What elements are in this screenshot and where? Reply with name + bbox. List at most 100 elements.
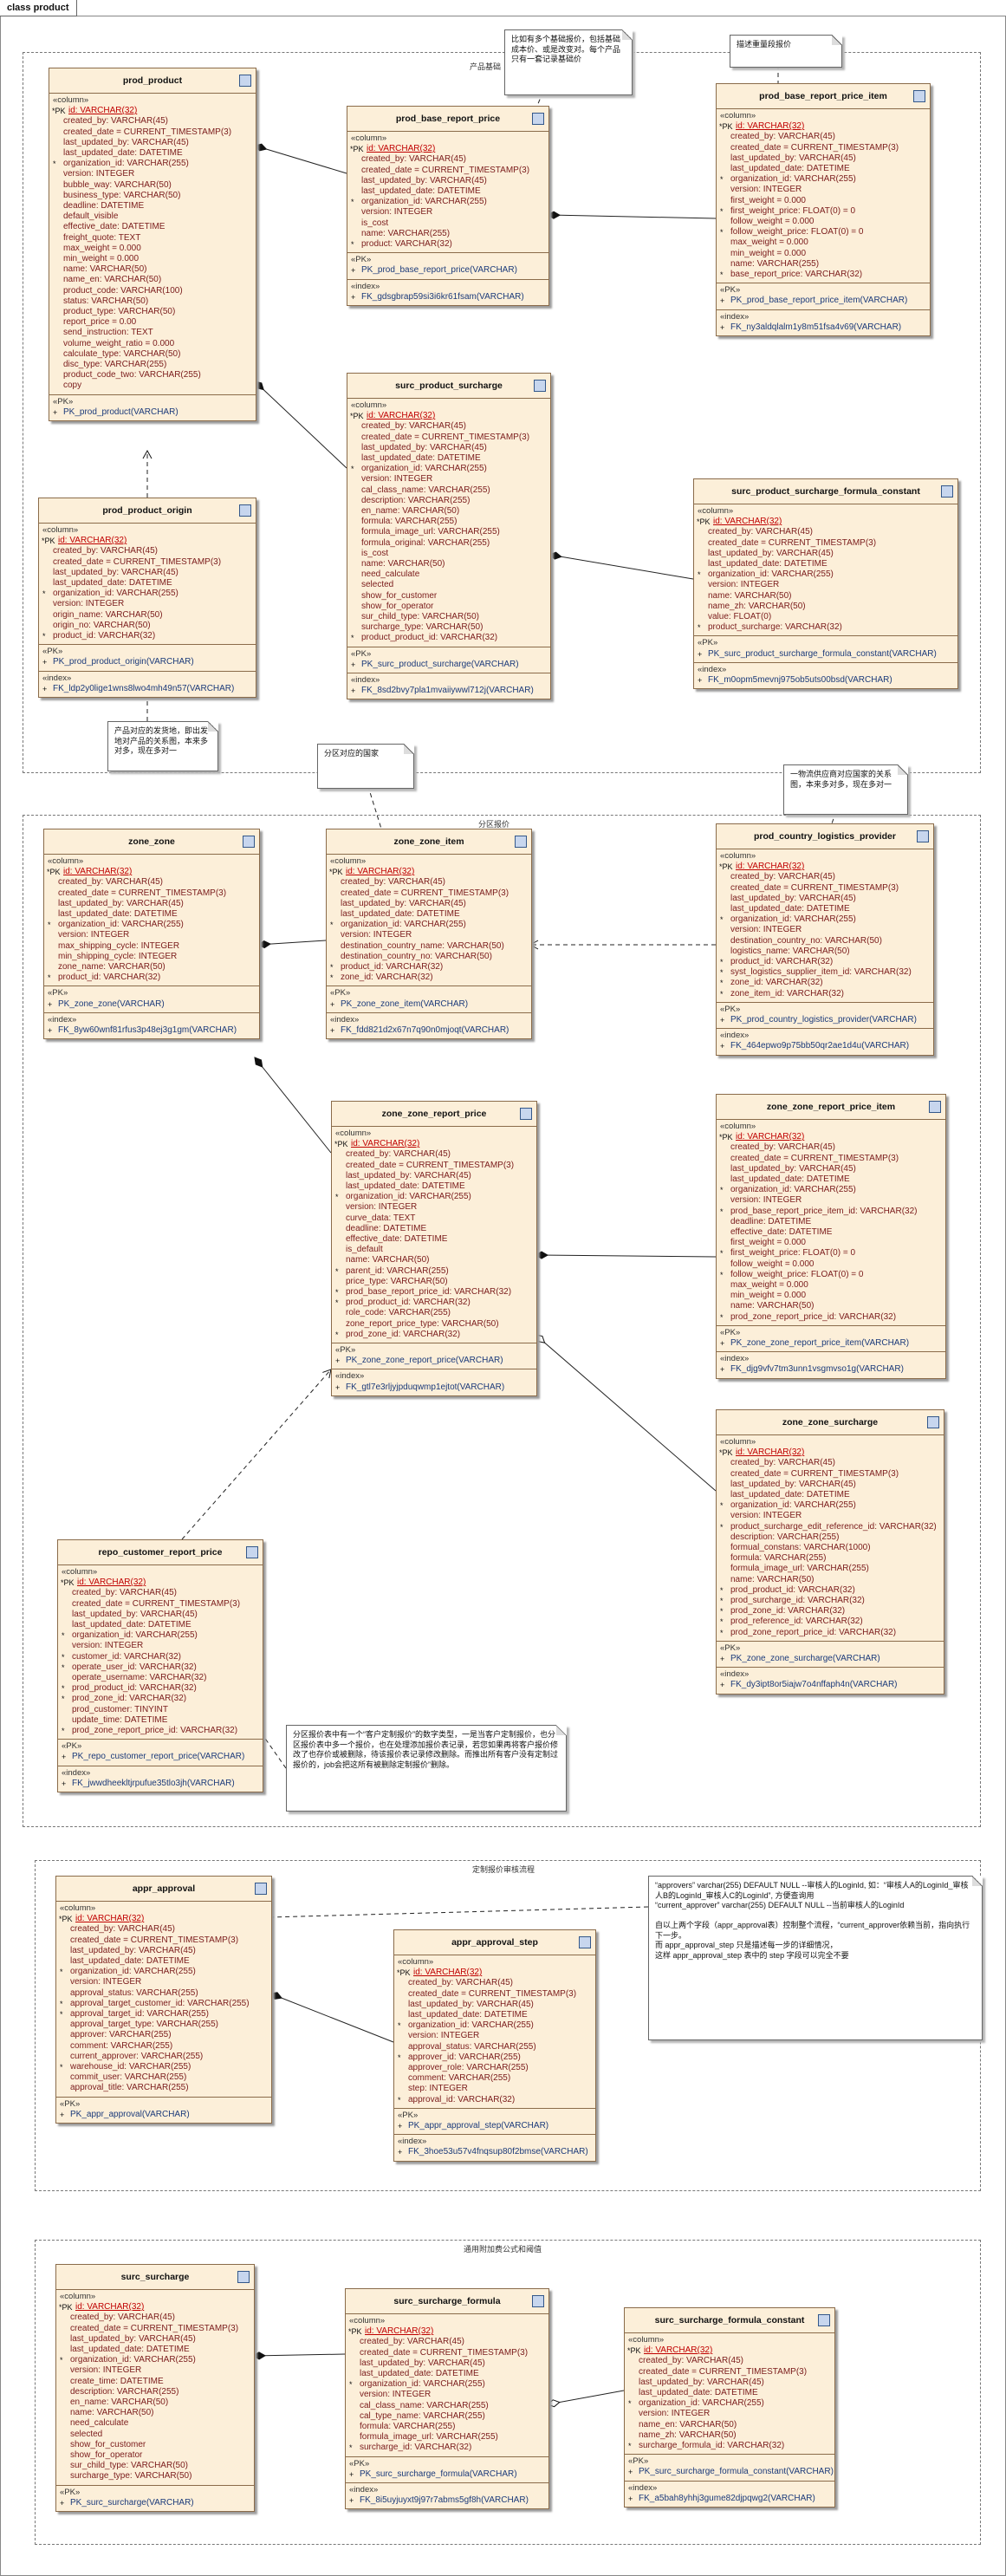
column-row[interactable]: cal_class_name: VARCHAR(255) bbox=[349, 2401, 545, 2411]
index-row[interactable]: +FK_ldp2y0lige1wns8lwo4mh49n57(VARCHAR) bbox=[42, 684, 252, 694]
column-row[interactable]: show_for_customer bbox=[60, 2440, 250, 2450]
column-row[interactable]: last_updated_by: VARCHAR(45) bbox=[720, 894, 930, 904]
column-row[interactable]: *product_surcharge_edit_reference_id: VA… bbox=[720, 1522, 940, 1532]
primary-key-row[interactable]: +PK_surc_surcharge_formula_constant(VARC… bbox=[628, 2467, 834, 2477]
column-row[interactable]: last_updated_by: VARCHAR(45) bbox=[628, 2378, 831, 2388]
column-row[interactable]: create_time: DATETIME bbox=[60, 2377, 250, 2387]
column-row[interactable]: *organization_id: VARCHAR(255) bbox=[60, 2355, 250, 2365]
index-row[interactable]: +FK_gdsgbrap59si3i6kr61fsam(VARCHAR) bbox=[351, 292, 545, 302]
column-row[interactable]: description: VARCHAR(255) bbox=[60, 2387, 250, 2397]
column-row[interactable]: *prod_zone_report_price_id: VARCHAR(32) bbox=[720, 1628, 940, 1638]
column-row[interactable]: created_by: VARCHAR(45) bbox=[720, 132, 926, 142]
column-row[interactable]: created_date = CURRENT_TIMESTAMP(3) bbox=[42, 557, 252, 568]
column-row[interactable]: last_updated_by: VARCHAR(45) bbox=[351, 176, 545, 186]
primary-key-row[interactable]: +PK_repo_customer_report_price(VARCHAR) bbox=[62, 1752, 259, 1762]
column-row[interactable]: created_by: VARCHAR(45) bbox=[62, 1588, 259, 1598]
column-row[interactable]: min_weight = 0.000 bbox=[720, 1291, 942, 1301]
column-row[interactable]: last_updated_date: DATETIME bbox=[60, 2345, 250, 2355]
column-row[interactable]: *product_product_id: VARCHAR(32) bbox=[351, 633, 547, 643]
column-row[interactable]: *organization_id: VARCHAR(255) bbox=[53, 159, 252, 169]
column-row[interactable]: show_for_operator bbox=[60, 2450, 250, 2461]
column-row[interactable]: operate_username: VARCHAR(32) bbox=[62, 1673, 259, 1683]
column-row[interactable]: max_weight = 0.000 bbox=[720, 237, 926, 248]
column-row[interactable]: destination_country_no: VARCHAR(50) bbox=[720, 936, 930, 946]
column-row[interactable]: version: INTEGER bbox=[60, 2365, 250, 2376]
column-row[interactable]: created_by: VARCHAR(45) bbox=[42, 546, 252, 556]
column-row[interactable]: calculate_type: VARCHAR(50) bbox=[53, 349, 252, 360]
column-row[interactable]: last_updated_date: DATETIME bbox=[62, 1620, 259, 1630]
index-row[interactable]: +FK_8sd2bvy7pla1mvaiiywwl712j(VARCHAR) bbox=[351, 686, 547, 696]
column-row[interactable]: created_date = CURRENT_TIMESTAMP(3) bbox=[720, 1154, 942, 1164]
column-row[interactable]: last_updated_by: VARCHAR(45) bbox=[53, 138, 252, 148]
column-row[interactable]: created_by: VARCHAR(45) bbox=[60, 1924, 268, 1935]
column-row[interactable]: created_date = CURRENT_TIMESTAMP(3) bbox=[335, 1161, 533, 1171]
column-row[interactable]: last_updated_by: VARCHAR(45) bbox=[330, 899, 528, 909]
column-row[interactable]: description: VARCHAR(255) bbox=[720, 1532, 940, 1543]
column-row[interactable]: cal_type_name: VARCHAR(255) bbox=[349, 2411, 545, 2422]
column-row[interactable]: created_by: VARCHAR(45) bbox=[53, 116, 252, 127]
column-row[interactable]: *organization_id: VARCHAR(255) bbox=[349, 2379, 545, 2390]
column-row[interactable]: name: VARCHAR(50) bbox=[335, 1255, 533, 1265]
column-row[interactable]: *organization_id: VARCHAR(255) bbox=[720, 914, 930, 925]
column-row[interactable]: created_by: VARCHAR(45) bbox=[351, 154, 545, 165]
column-row[interactable]: *organization_id: VARCHAR(255) bbox=[720, 174, 926, 185]
column-row[interactable]: created_date = CURRENT_TIMESTAMP(3) bbox=[628, 2367, 831, 2378]
column-row[interactable]: copy bbox=[53, 381, 252, 391]
column-row[interactable]: created_date = CURRENT_TIMESTAMP(3) bbox=[48, 888, 256, 899]
column-row[interactable]: formula_image_url: VARCHAR(255) bbox=[349, 2432, 545, 2443]
column-row[interactable]: bubble_way: VARCHAR(50) bbox=[53, 180, 252, 191]
column-row[interactable]: version: INTEGER bbox=[335, 1202, 533, 1213]
column-row[interactable]: created_by: VARCHAR(45) bbox=[720, 872, 930, 882]
column-row[interactable]: deadline: DATETIME bbox=[720, 1217, 942, 1227]
column-row[interactable]: status: VARCHAR(50) bbox=[53, 296, 252, 307]
column-row[interactable]: disc_type: VARCHAR(255) bbox=[53, 360, 252, 370]
column-row[interactable]: created_date = CURRENT_TIMESTAMP(3) bbox=[720, 143, 926, 153]
column-row[interactable]: last_updated_by: VARCHAR(45) bbox=[398, 2000, 592, 2010]
column-row[interactable]: *organization_id: VARCHAR(255) bbox=[62, 1630, 259, 1641]
column-row[interactable]: is_cost bbox=[351, 218, 545, 229]
column-row[interactable]: report_price = 0.00 bbox=[53, 317, 252, 328]
column-row[interactable]: created_date = CURRENT_TIMESTAMP(3) bbox=[698, 538, 954, 549]
index-row[interactable]: +FK_dy3ipt8or5iajw7o4nffaph4n(VARCHAR) bbox=[720, 1680, 940, 1690]
column-row[interactable]: product_code_two: VARCHAR(255) bbox=[53, 370, 252, 381]
column-row[interactable]: created_by: VARCHAR(45) bbox=[398, 1978, 592, 1988]
column-row[interactable]: *surcharge_formula_id: VARCHAR(32) bbox=[628, 2441, 831, 2451]
column-row[interactable]: deadline: DATETIME bbox=[53, 201, 252, 211]
primary-key-row[interactable]: +PK_appr_approval_step(VARCHAR) bbox=[398, 2121, 592, 2131]
column-row[interactable]: max_weight = 0.000 bbox=[720, 1280, 942, 1291]
column-row[interactable]: created_by: VARCHAR(45) bbox=[330, 877, 528, 888]
column-row[interactable]: is_cost bbox=[351, 549, 547, 559]
column-row[interactable]: version: INTEGER bbox=[53, 169, 252, 179]
column-row[interactable]: effective_date: DATETIME bbox=[53, 222, 252, 232]
column-row[interactable]: last_updated_date: DATETIME bbox=[53, 148, 252, 159]
column-row[interactable]: *product_surcharge: VARCHAR(32) bbox=[698, 622, 954, 633]
column-row[interactable]: send_instruction: TEXT bbox=[53, 328, 252, 338]
column-row[interactable]: version: INTEGER bbox=[720, 1511, 940, 1521]
column-row[interactable]: selected bbox=[351, 580, 547, 590]
index-row[interactable]: +FK_gtl7e3rljyjpduqwmp1ejtot(VARCHAR) bbox=[335, 1382, 533, 1393]
index-row[interactable]: +FK_8yw60wnf81rfus3p48ej3g1gm(VARCHAR) bbox=[48, 1025, 256, 1036]
index-row[interactable]: +FK_8i5uyjuyxt9j97r7abms5gf8h(VARCHAR) bbox=[349, 2495, 545, 2506]
column-row[interactable]: version: INTEGER bbox=[349, 2390, 545, 2400]
column-row[interactable]: *organization_id: VARCHAR(255) bbox=[628, 2398, 831, 2409]
column-row[interactable]: *organization_id: VARCHAR(255) bbox=[720, 1500, 940, 1511]
column-row[interactable]: need_calculate bbox=[60, 2418, 250, 2429]
column-row[interactable]: formula_original: VARCHAR(255) bbox=[351, 538, 547, 549]
index-row[interactable]: +FK_djg9vfv7tm3unn1vsgmvso1g(VARCHAR) bbox=[720, 1364, 942, 1375]
column-row[interactable]: *organization_id: VARCHAR(255) bbox=[398, 2020, 592, 2031]
column-row[interactable]: curve_data: TEXT bbox=[335, 1213, 533, 1224]
column-row[interactable]: follow_weight = 0.000 bbox=[720, 1259, 942, 1270]
